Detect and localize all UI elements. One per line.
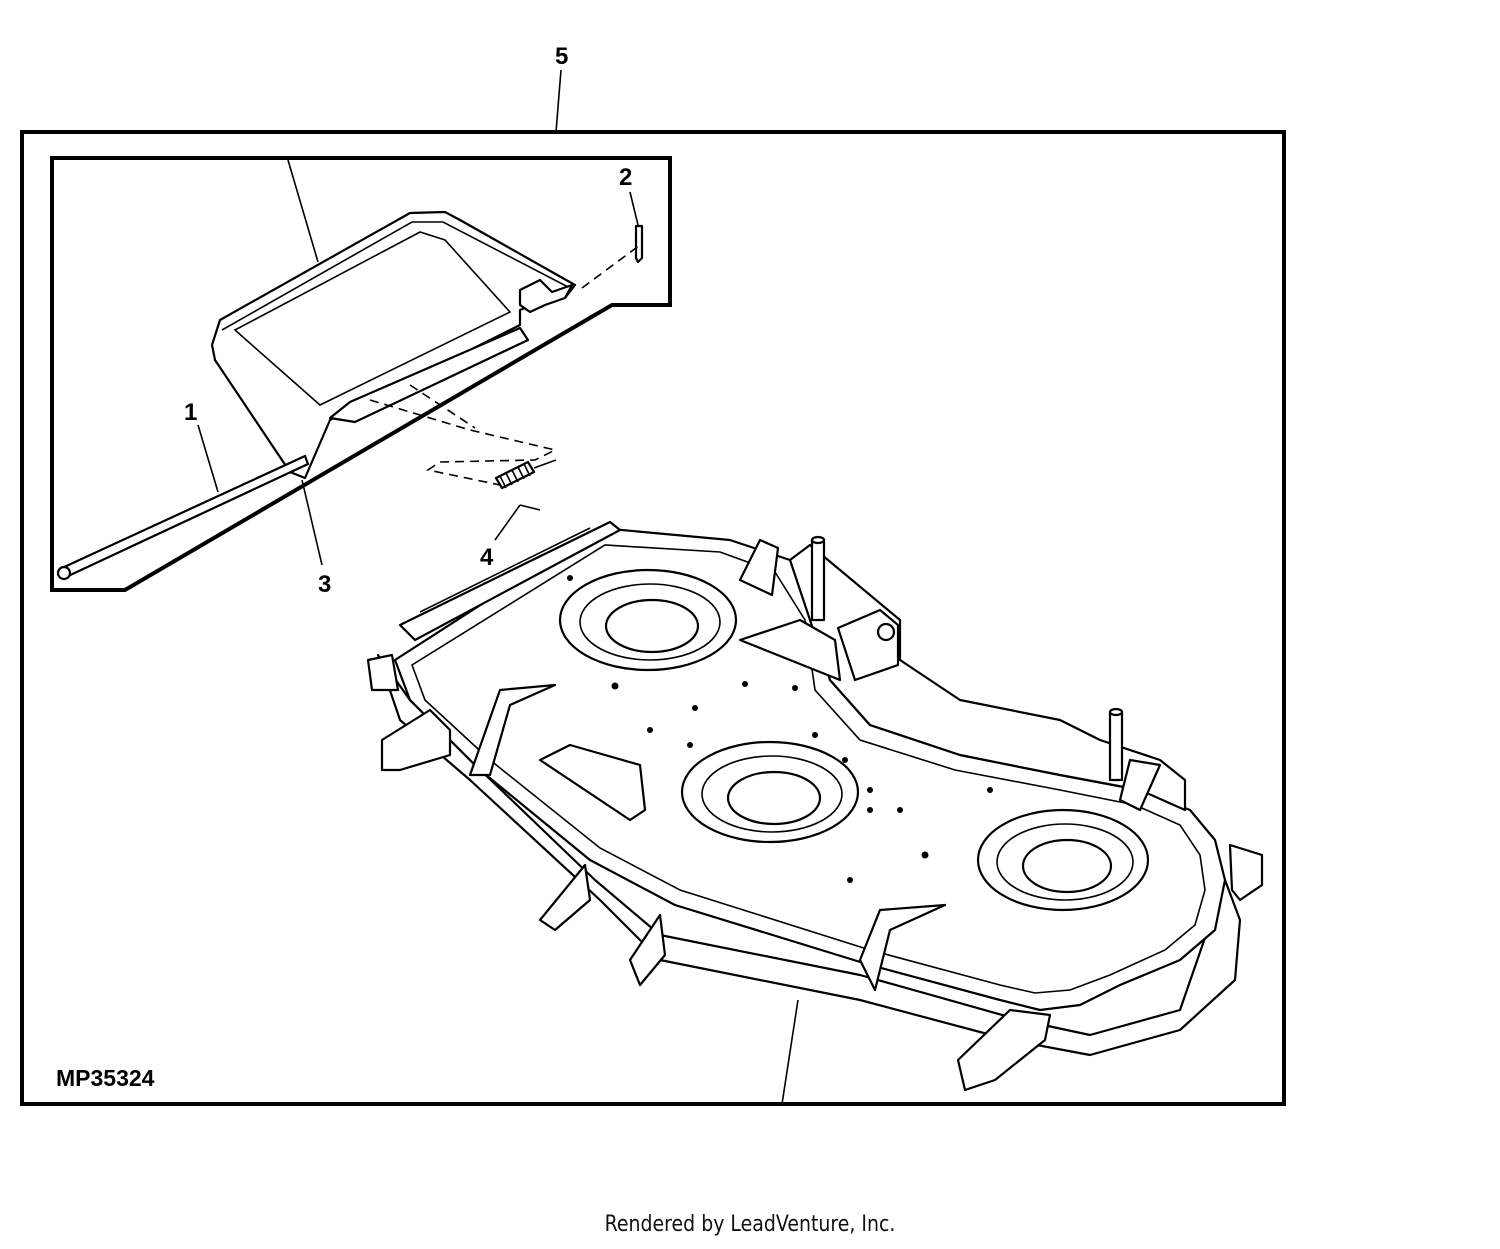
discharge-chute [210,210,577,480]
chute-rod [56,454,310,581]
torsion-spring [494,459,557,490]
callout-4: 4 [480,544,494,571]
callout-3: 3 [318,571,331,598]
mower-deck [366,520,1264,1092]
callout-2: 2 [619,164,632,191]
spindle-left [558,568,738,672]
figure-id: MP35324 [56,1065,155,1091]
render-credit: Rendered by LeadVenture, Inc. [604,1212,896,1237]
assembly-frame [20,130,1286,1106]
leader-lines [197,69,799,1105]
alignment-lines [369,244,641,486]
spindle-right [976,808,1150,912]
spindle-center [680,740,860,844]
cotter-pin [634,224,644,264]
callout-5: 5 [555,43,568,70]
callout-1: 1 [184,399,197,426]
